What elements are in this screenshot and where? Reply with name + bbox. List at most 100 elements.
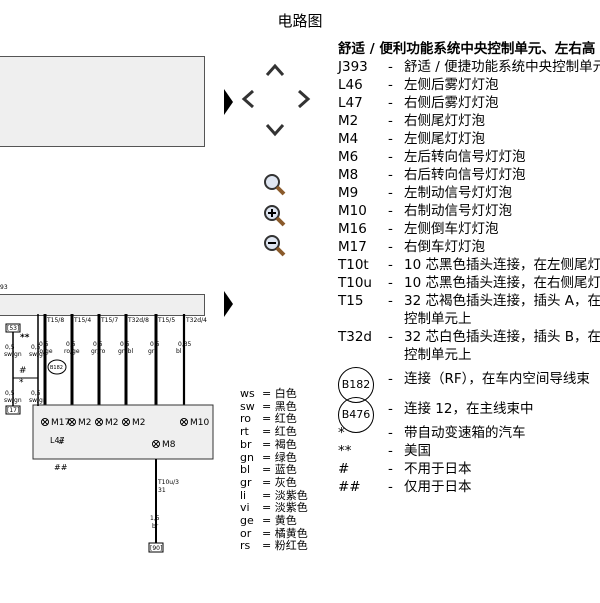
ground-connector-pin: 31 xyxy=(158,487,166,494)
connector-desc: 连接（RF），在车内空间导线束 xyxy=(404,371,590,387)
wire-color-row: li= 淡紫色 xyxy=(240,488,308,503)
wire-connector-top: T15/8 xyxy=(46,317,64,324)
component-code: M2 xyxy=(338,113,359,129)
wire-color-code: ws xyxy=(240,387,255,400)
left-wire-size-4: 0,5 xyxy=(31,390,41,397)
dash: - xyxy=(388,479,393,495)
wire-size: 0,5 xyxy=(150,341,160,348)
component-desc: 右制动信号灯灯泡 xyxy=(404,203,512,219)
wire-color-code: br xyxy=(240,437,252,451)
component-code: T10u xyxy=(338,275,372,291)
wire-color-name: 褐色 xyxy=(274,437,297,451)
equals-sign: = xyxy=(262,475,275,489)
dash: - xyxy=(388,425,393,441)
wire-color: gn/bl xyxy=(118,348,133,355)
component-desc: 32 芯褐色插头连接，插头 A，在控制单元上 xyxy=(404,293,600,327)
component-row: M10-右制动信号灯灯泡 xyxy=(338,202,595,220)
lamp-5: M8 xyxy=(152,440,176,450)
note-row: #-不用于日本 xyxy=(338,460,595,478)
component-row: L46-左侧后雾灯灯泡 xyxy=(338,76,595,94)
wire-color-name: 黄色 xyxy=(274,514,297,528)
wire-color-name: 红色 xyxy=(274,412,297,426)
wire-size: 0,5 xyxy=(39,341,49,348)
note-desc: 仅用于日本 xyxy=(404,479,472,495)
left-ground-box xyxy=(5,405,21,415)
component-row: T32d-32 芯白色插头连接，插头 B，在控制单元上 xyxy=(338,328,600,364)
note-desc: 带自动变速箱的汽车 xyxy=(404,425,526,441)
pan-up-icon[interactable] xyxy=(264,60,286,82)
component-code: M9 xyxy=(338,185,359,201)
dash: - xyxy=(388,149,393,165)
wire-color-code: rt xyxy=(240,425,249,439)
component-row: M16-左侧倒车灯灯泡 xyxy=(338,220,595,238)
pan-down-icon[interactable] xyxy=(264,118,286,140)
note-code: * xyxy=(338,425,345,441)
ground-point-label: [90] xyxy=(150,545,162,552)
component-code: T10t xyxy=(338,257,369,273)
note-code: ** xyxy=(338,443,352,459)
dash: - xyxy=(388,95,393,111)
control-unit-bar xyxy=(0,294,205,316)
component-desc: 舒适 / 便捷功能系统中央控制单元 xyxy=(404,59,600,75)
component-row: M17-右倒车灯灯泡 xyxy=(338,238,595,256)
dash: - xyxy=(388,167,393,183)
component-desc: 右后转向信号灯灯泡 xyxy=(404,167,526,183)
pan-right-icon[interactable] xyxy=(292,88,314,110)
wire-color-row: ws= 白色 xyxy=(240,387,308,401)
component-row: T10t-10 芯黑色插头连接，在左侧尾灯 xyxy=(338,256,600,274)
equals-sign: = xyxy=(262,501,275,515)
wire-color-row: gn= 绿色 xyxy=(240,451,308,465)
pan-left-icon[interactable] xyxy=(238,88,260,110)
wire-color-row: rs= 粉红色 xyxy=(240,540,308,553)
connector-b182-label: B182 xyxy=(50,365,63,371)
component-row: J393-舒适 / 便捷功能系统中央控制单元 xyxy=(338,58,600,76)
component-list: 舒适 / 便利功能系统中央控制单元、左右高 J393-舒适 / 便捷功能系统中央… xyxy=(338,40,600,496)
left-wire-color-4: sw/gn xyxy=(29,397,47,404)
equals-sign: = xyxy=(262,514,275,528)
zoom-in-icon[interactable] xyxy=(262,203,288,229)
component-code: J393 xyxy=(338,59,368,75)
dash: - xyxy=(388,461,393,477)
component-code: M4 xyxy=(338,131,359,147)
equals-sign: = xyxy=(262,526,275,540)
wire-color-code: gr xyxy=(240,475,252,489)
component-row: M4-左侧尾灯灯泡 xyxy=(338,130,595,148)
wire-color-code: vi xyxy=(240,501,250,515)
wire-color-code: li xyxy=(240,488,247,502)
lamp-2: M2 xyxy=(68,418,92,428)
connector-row: B476-连接 12，在主线束中 xyxy=(338,397,595,433)
zoom-out-icon[interactable] xyxy=(262,233,288,259)
wire-color: bl xyxy=(176,348,182,355)
dash: - xyxy=(388,401,393,417)
wire-color: ro/ge xyxy=(64,348,80,355)
zoom-fit-icon[interactable] xyxy=(262,172,288,198)
component-desc: 右倒车灯灯泡 xyxy=(404,239,485,255)
connector-circle: B476 xyxy=(338,397,374,433)
component-desc: 左侧尾灯灯泡 xyxy=(404,131,485,147)
dash: - xyxy=(388,275,393,291)
wire-color-name: 蓝色 xyxy=(274,463,297,477)
wire-color-row: or= 橘黄色 xyxy=(240,526,308,541)
component-code: L46 xyxy=(338,77,363,93)
page-title: 电路图 xyxy=(277,12,323,30)
component-desc: 左侧倒车灯灯泡 xyxy=(404,221,499,237)
lamp-label: M2 xyxy=(105,418,119,428)
wire-size: 0,35 xyxy=(178,341,192,348)
tail-light-box xyxy=(32,404,214,460)
component-code: M6 xyxy=(338,149,359,165)
left-wire-size-2: 0,5 xyxy=(31,344,41,351)
wire-connector-top: T15/4 xyxy=(73,317,91,324)
wire-color: gr xyxy=(148,348,155,355)
mark-double-star: ** xyxy=(20,333,30,343)
expand-arrow-bottom[interactable] xyxy=(224,291,233,317)
wire-color-name: 橘黄色 xyxy=(274,526,308,540)
note-row: **-美国 xyxy=(338,442,595,460)
lamp-4: M2 xyxy=(122,418,146,428)
lamp-label: M8 xyxy=(162,440,176,450)
component-row: T15-32 芯褐色插头连接，插头 A，在控制单元上 xyxy=(338,292,600,328)
left-wire-color-2: sw/gn xyxy=(29,351,47,358)
wire-connector-top: T15/7 xyxy=(100,317,118,324)
lamp-6: M10 xyxy=(180,418,209,428)
expand-arrow-top[interactable] xyxy=(224,89,233,115)
